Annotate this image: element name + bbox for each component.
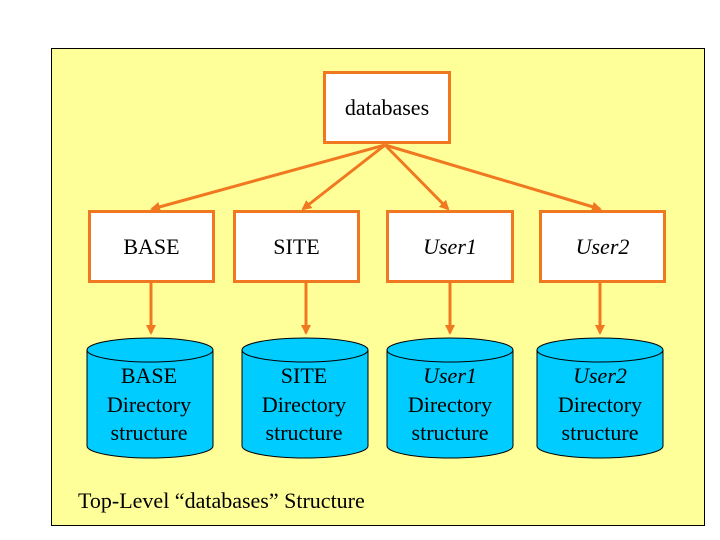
cylinder-user2 (536, 337, 664, 459)
store-base-line2: Directory (106, 391, 192, 417)
arrow-root-to-site (301, 143, 386, 211)
root-node-label: databases (344, 94, 430, 120)
store-user1-line3: structure (411, 420, 489, 445)
cylinder-base (86, 337, 214, 459)
cylinder-user2-body (536, 349, 664, 459)
store-user1-line2: Directory (407, 391, 493, 417)
cylinder-user1-top (386, 337, 514, 363)
store-site-line2: Directory (261, 391, 347, 417)
node-user1-label: User1 (423, 233, 477, 259)
arrow-root-to-user2 (384, 143, 602, 212)
store-user2-line2: Directory (557, 391, 643, 417)
storage-cylinders (86, 337, 664, 459)
cylinder-user1 (386, 337, 514, 459)
cylinder-user2-top (536, 337, 664, 363)
node-site: SITE (233, 210, 360, 283)
cylinder-site-body (241, 349, 369, 459)
node-base: BASE (88, 210, 215, 283)
diagram-caption: Top-Level “databases” Structure (78, 488, 365, 513)
node-user2-label: User2 (575, 233, 630, 259)
node-user1: User1 (386, 210, 514, 283)
cylinder-site (241, 337, 369, 459)
node-user2: User2 (539, 210, 666, 283)
cylinder-user1-body (386, 349, 514, 459)
root-node-databases: databases (323, 71, 451, 144)
arrow-root-to-user1 (383, 143, 450, 211)
store-base-line3: structure (110, 420, 188, 445)
node-site-label: SITE (273, 233, 320, 259)
store-user1-title: User1 (423, 363, 477, 388)
store-site-label: SITE Directory structure (240, 362, 368, 448)
cylinder-base-body (86, 349, 214, 459)
arrow-root-to-base (150, 143, 386, 212)
store-user2-title: User2 (573, 363, 627, 388)
connector-arrows (146, 143, 605, 335)
cylinder-base-top (86, 337, 214, 363)
store-base-label: BASE Directory structure (85, 362, 213, 448)
cylinder-site-top (241, 337, 369, 363)
store-site-line3: structure (265, 420, 343, 445)
store-user2-line3: structure (561, 420, 639, 445)
node-base-label: BASE (123, 233, 180, 259)
store-base-title: BASE (120, 363, 178, 388)
store-user1-label: User1 Directory structure (386, 362, 514, 448)
store-site-title: SITE (280, 363, 328, 388)
store-user2-label: User2 Directory structure (536, 362, 664, 448)
